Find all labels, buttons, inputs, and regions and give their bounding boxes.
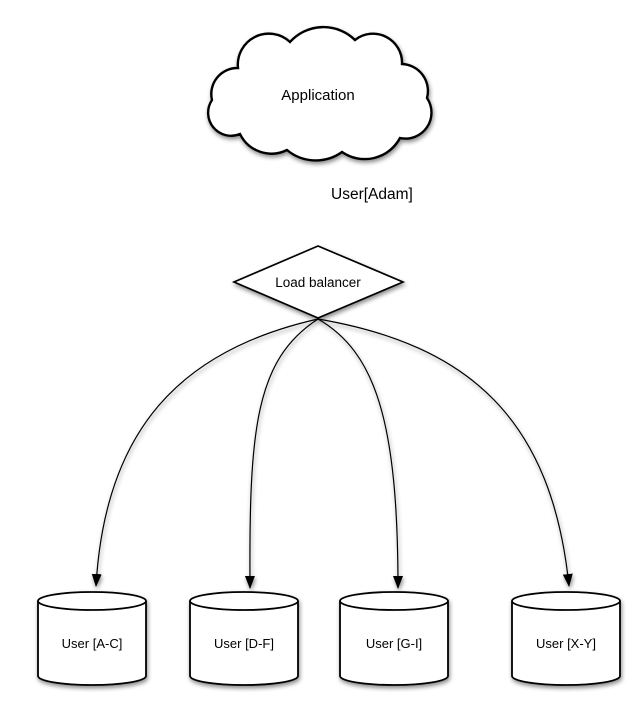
diamond-shape [231, 245, 406, 319]
cloud-shape [206, 25, 433, 162]
load-balancer-label: Load balancer [275, 275, 361, 290]
cylinder-body [511, 601, 621, 686]
db-node-df [189, 591, 299, 686]
cylinder-top-ellipse [37, 591, 147, 611]
fanout-edges [91, 318, 573, 589]
application-cloud-node [206, 25, 433, 162]
cylinder-body [189, 601, 299, 686]
db-node-gi [339, 591, 449, 686]
db-node-ac [37, 591, 147, 686]
cylinder-top-ellipse [339, 591, 449, 611]
application-label: Application [281, 87, 354, 104]
lb-to-xy-arrow [317, 318, 573, 587]
db-label-xy: User [X-Y] [536, 636, 596, 651]
db-label-df: User [D-F] [214, 636, 274, 651]
lb-to-gi-arrow [317, 318, 403, 589]
lb-to-df-arrow [244, 318, 319, 589]
cylinder-top-ellipse [189, 591, 299, 611]
edge-label-user-adam: User[Adam] [331, 186, 413, 203]
db-node-xy [511, 591, 621, 686]
cylinder-body [37, 601, 147, 686]
db-label-gi: User [G-I] [366, 636, 422, 651]
cylinder-body [339, 601, 449, 686]
lb-to-ac-arrow [91, 318, 319, 587]
cylinder-top-ellipse [511, 591, 621, 611]
db-label-ac: User [A-C] [62, 636, 123, 651]
load-balancer-node [231, 245, 406, 319]
